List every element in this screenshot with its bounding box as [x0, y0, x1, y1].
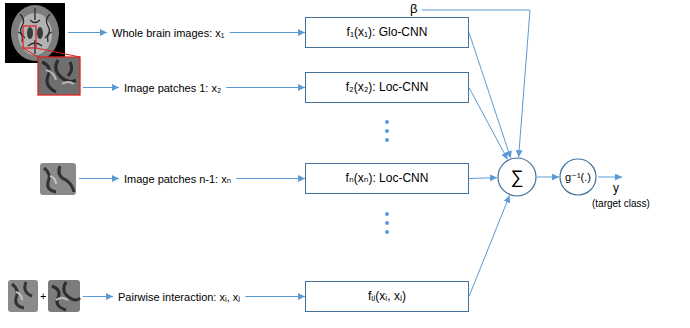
connector-arrow: [469, 177, 497, 179]
connector-arrow: [469, 196, 510, 297]
image-patch: [40, 163, 76, 195]
output-arrow: [598, 177, 622, 178]
image-patch: [8, 280, 38, 312]
leader-arrow: [83, 87, 119, 88]
image-patch: [48, 280, 80, 312]
node-text: f₁(x₁): Glo-CNN: [347, 25, 428, 40]
leader-arrow: [83, 296, 113, 297]
connector-arrow: [537, 177, 559, 178]
input-label: Image patches n-1: xₙ: [124, 172, 231, 186]
leader-arrow: [79, 178, 119, 179]
node-text: f₂(x₂): Loc-CNN: [346, 80, 429, 95]
connector-arrow: [469, 33, 511, 159]
node-text: g⁻¹(.): [565, 170, 591, 184]
output-caption: (target class): [592, 197, 650, 211]
input-label: Whole brain images: x₁: [112, 26, 225, 40]
process-box: fᵢⱼ(xᵢ, xⱼ): [305, 281, 469, 312]
node-text: ∑: [511, 166, 524, 189]
link-function-node: g⁻¹(.): [559, 158, 597, 196]
image-patch: [38, 57, 80, 95]
input-label: Pairwise interaction: xᵢ, xⱼ: [118, 290, 240, 304]
leader-arrow: [236, 178, 305, 179]
leader-arrow: [68, 32, 107, 33]
leader-arrow: [245, 296, 305, 297]
leader-arrow: [230, 32, 305, 33]
input-label: Image patches 1: x₂: [124, 81, 221, 95]
leader-arrow: [68, 10, 622, 297]
node-text: fₙ(xₙ): Loc-CNN: [346, 171, 429, 186]
process-box: f₂(x₂): Loc-CNN: [305, 72, 469, 103]
process-box: f₁(x₁): Glo-CNN: [305, 17, 469, 48]
process-box: fₙ(xₙ): Loc-CNN: [305, 163, 469, 194]
leader-arrow: [226, 87, 305, 88]
plus-sign: +: [40, 289, 46, 303]
connector-arrow: [469, 88, 508, 160]
bias-label: β: [410, 2, 417, 16]
sum-node: ∑: [497, 157, 537, 197]
output-label: y: [613, 181, 619, 195]
node-text: fᵢⱼ(xᵢ, xⱼ): [368, 289, 406, 304]
